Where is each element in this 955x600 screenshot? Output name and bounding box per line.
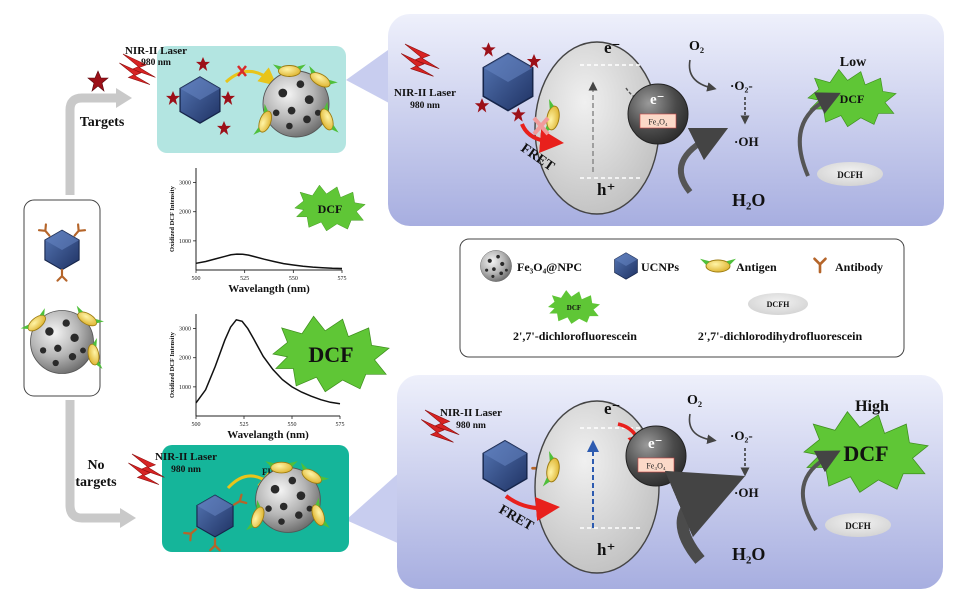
high-signal-panel: NIR-II Laser 980 nm e⁻ h⁺ e⁻ Fe₃O₄ FRET … — [397, 375, 943, 589]
high-dcfh: DCFH — [845, 521, 871, 531]
x-axis-label: Wavelangth (nm) — [227, 429, 309, 441]
low-electron: e⁻ — [604, 38, 621, 57]
y-axis-label: Oxidized DCF Intensity — [169, 185, 176, 252]
legend-dcf-name: 2',7'-dichlorofluorescein — [513, 329, 637, 343]
x-tick-label: 575 — [338, 276, 347, 282]
legend-dcfh-icon: DCFH — [767, 300, 790, 309]
chart-dcf-small: DCF — [318, 202, 343, 216]
targets-teal-box: NIR-II Laser 980 nm — [119, 45, 346, 153]
y-tick-label: 1000 — [179, 385, 191, 391]
targets-arrowhead — [116, 88, 132, 108]
high-o2: O₂ — [687, 393, 702, 408]
low-fe3o4-electron: e⁻ — [650, 92, 665, 108]
x-tick-label: 525 — [240, 422, 249, 428]
no-targets-teal-box: NIR-II Laser 980 nm FRET — [128, 445, 349, 552]
high-fe3o4-label: Fe₃O₄ — [646, 462, 666, 471]
low-dcf: DCF — [840, 92, 865, 106]
high-water: H₂O — [732, 544, 765, 564]
high-fe3o4-electron: e⁻ — [648, 436, 663, 452]
high-electron: e⁻ — [604, 399, 621, 418]
legend-fe3o4-npc: Fe₃O₄@NPC — [517, 260, 582, 274]
legend-dcf-icon: DCF — [567, 304, 581, 312]
chart-dcf-large: DCF — [308, 342, 353, 367]
dcf-star-small — [294, 184, 366, 232]
bound-targets — [166, 57, 235, 135]
low-hole: h⁺ — [597, 180, 615, 199]
high-dcf: DCF — [843, 441, 888, 466]
y-tick-label: 3000 — [179, 327, 191, 333]
low-fe3o4-label: Fe₃O₄ — [648, 118, 668, 127]
bottom-callout-tail — [346, 470, 402, 545]
targets-arrow — [65, 93, 116, 195]
x-axis-label: Wavelangth (nm) — [228, 283, 310, 295]
high-label: High — [855, 398, 889, 415]
bottom-laser-label-2: 980 nm — [171, 465, 201, 475]
high-laser-label-2: 980 nm — [456, 421, 486, 431]
low-signal-panel: NIR-II Laser 980 nm e⁻ h⁺ e⁻ Fe₃O₄ FRET … — [388, 14, 944, 226]
legend-dcfh-name: 2',7'-dichlorodihydrofluorescein — [698, 329, 863, 343]
x-tick-label: 525 — [240, 276, 249, 282]
y-tick-label: 3000 — [179, 181, 191, 187]
high-superoxide: ·O₂- — [730, 428, 753, 443]
no-targets-arrow — [65, 400, 120, 523]
legend-box: Fe₃O₄@NPC UCNPs Antigen Antibody DCF 2',… — [459, 238, 905, 358]
low-water: H₂O — [732, 190, 765, 210]
top-laser-label-2: 980 nm — [141, 58, 171, 68]
x-tick-label: 550 — [289, 276, 298, 282]
spectrum-line — [195, 253, 343, 270]
legend-antigen: Antigen — [736, 260, 777, 274]
low-hydroxyl: ·OH — [734, 134, 759, 149]
low-laser-label-2: 980 nm — [410, 101, 440, 111]
high-laser-label-1: NIR-II Laser — [440, 407, 502, 419]
low-o2: O₂ — [689, 39, 704, 54]
x-tick-label: 550 — [288, 422, 297, 428]
y-tick-label: 2000 — [179, 356, 191, 362]
x-tick-label: 500 — [192, 422, 201, 428]
target-star-icon — [87, 70, 109, 92]
x-tick-label: 500 — [192, 276, 201, 282]
spectrum-line — [195, 318, 341, 405]
y-axis-label: Oxidized DCF Intensity — [169, 331, 176, 398]
low-laser-label-1: NIR-II Laser — [394, 87, 456, 99]
legend-ucnps: UCNPs — [641, 260, 679, 274]
y-tick-label: 2000 — [179, 210, 191, 216]
no-targets-label-2: targets — [75, 475, 117, 490]
bottom-laser-label-1: NIR-II Laser — [155, 451, 217, 463]
legend-antibody: Antibody — [835, 260, 883, 274]
top-laser-label-1: NIR-II Laser — [125, 45, 187, 57]
no-targets-label-1: No — [87, 458, 104, 473]
high-hydroxyl: ·OH — [734, 485, 759, 500]
low-label: Low — [840, 55, 867, 70]
x-tick-label: 575 — [336, 422, 345, 428]
high-hole: h⁺ — [597, 540, 615, 559]
no-targets-arrowhead — [120, 508, 136, 528]
y-tick-label: 1000 — [179, 239, 191, 245]
dcf-star-large — [272, 315, 390, 393]
low-superoxide: ·O₂- — [730, 78, 753, 93]
targets-label: Targets — [80, 115, 125, 130]
low-dcfh: DCFH — [837, 170, 863, 180]
